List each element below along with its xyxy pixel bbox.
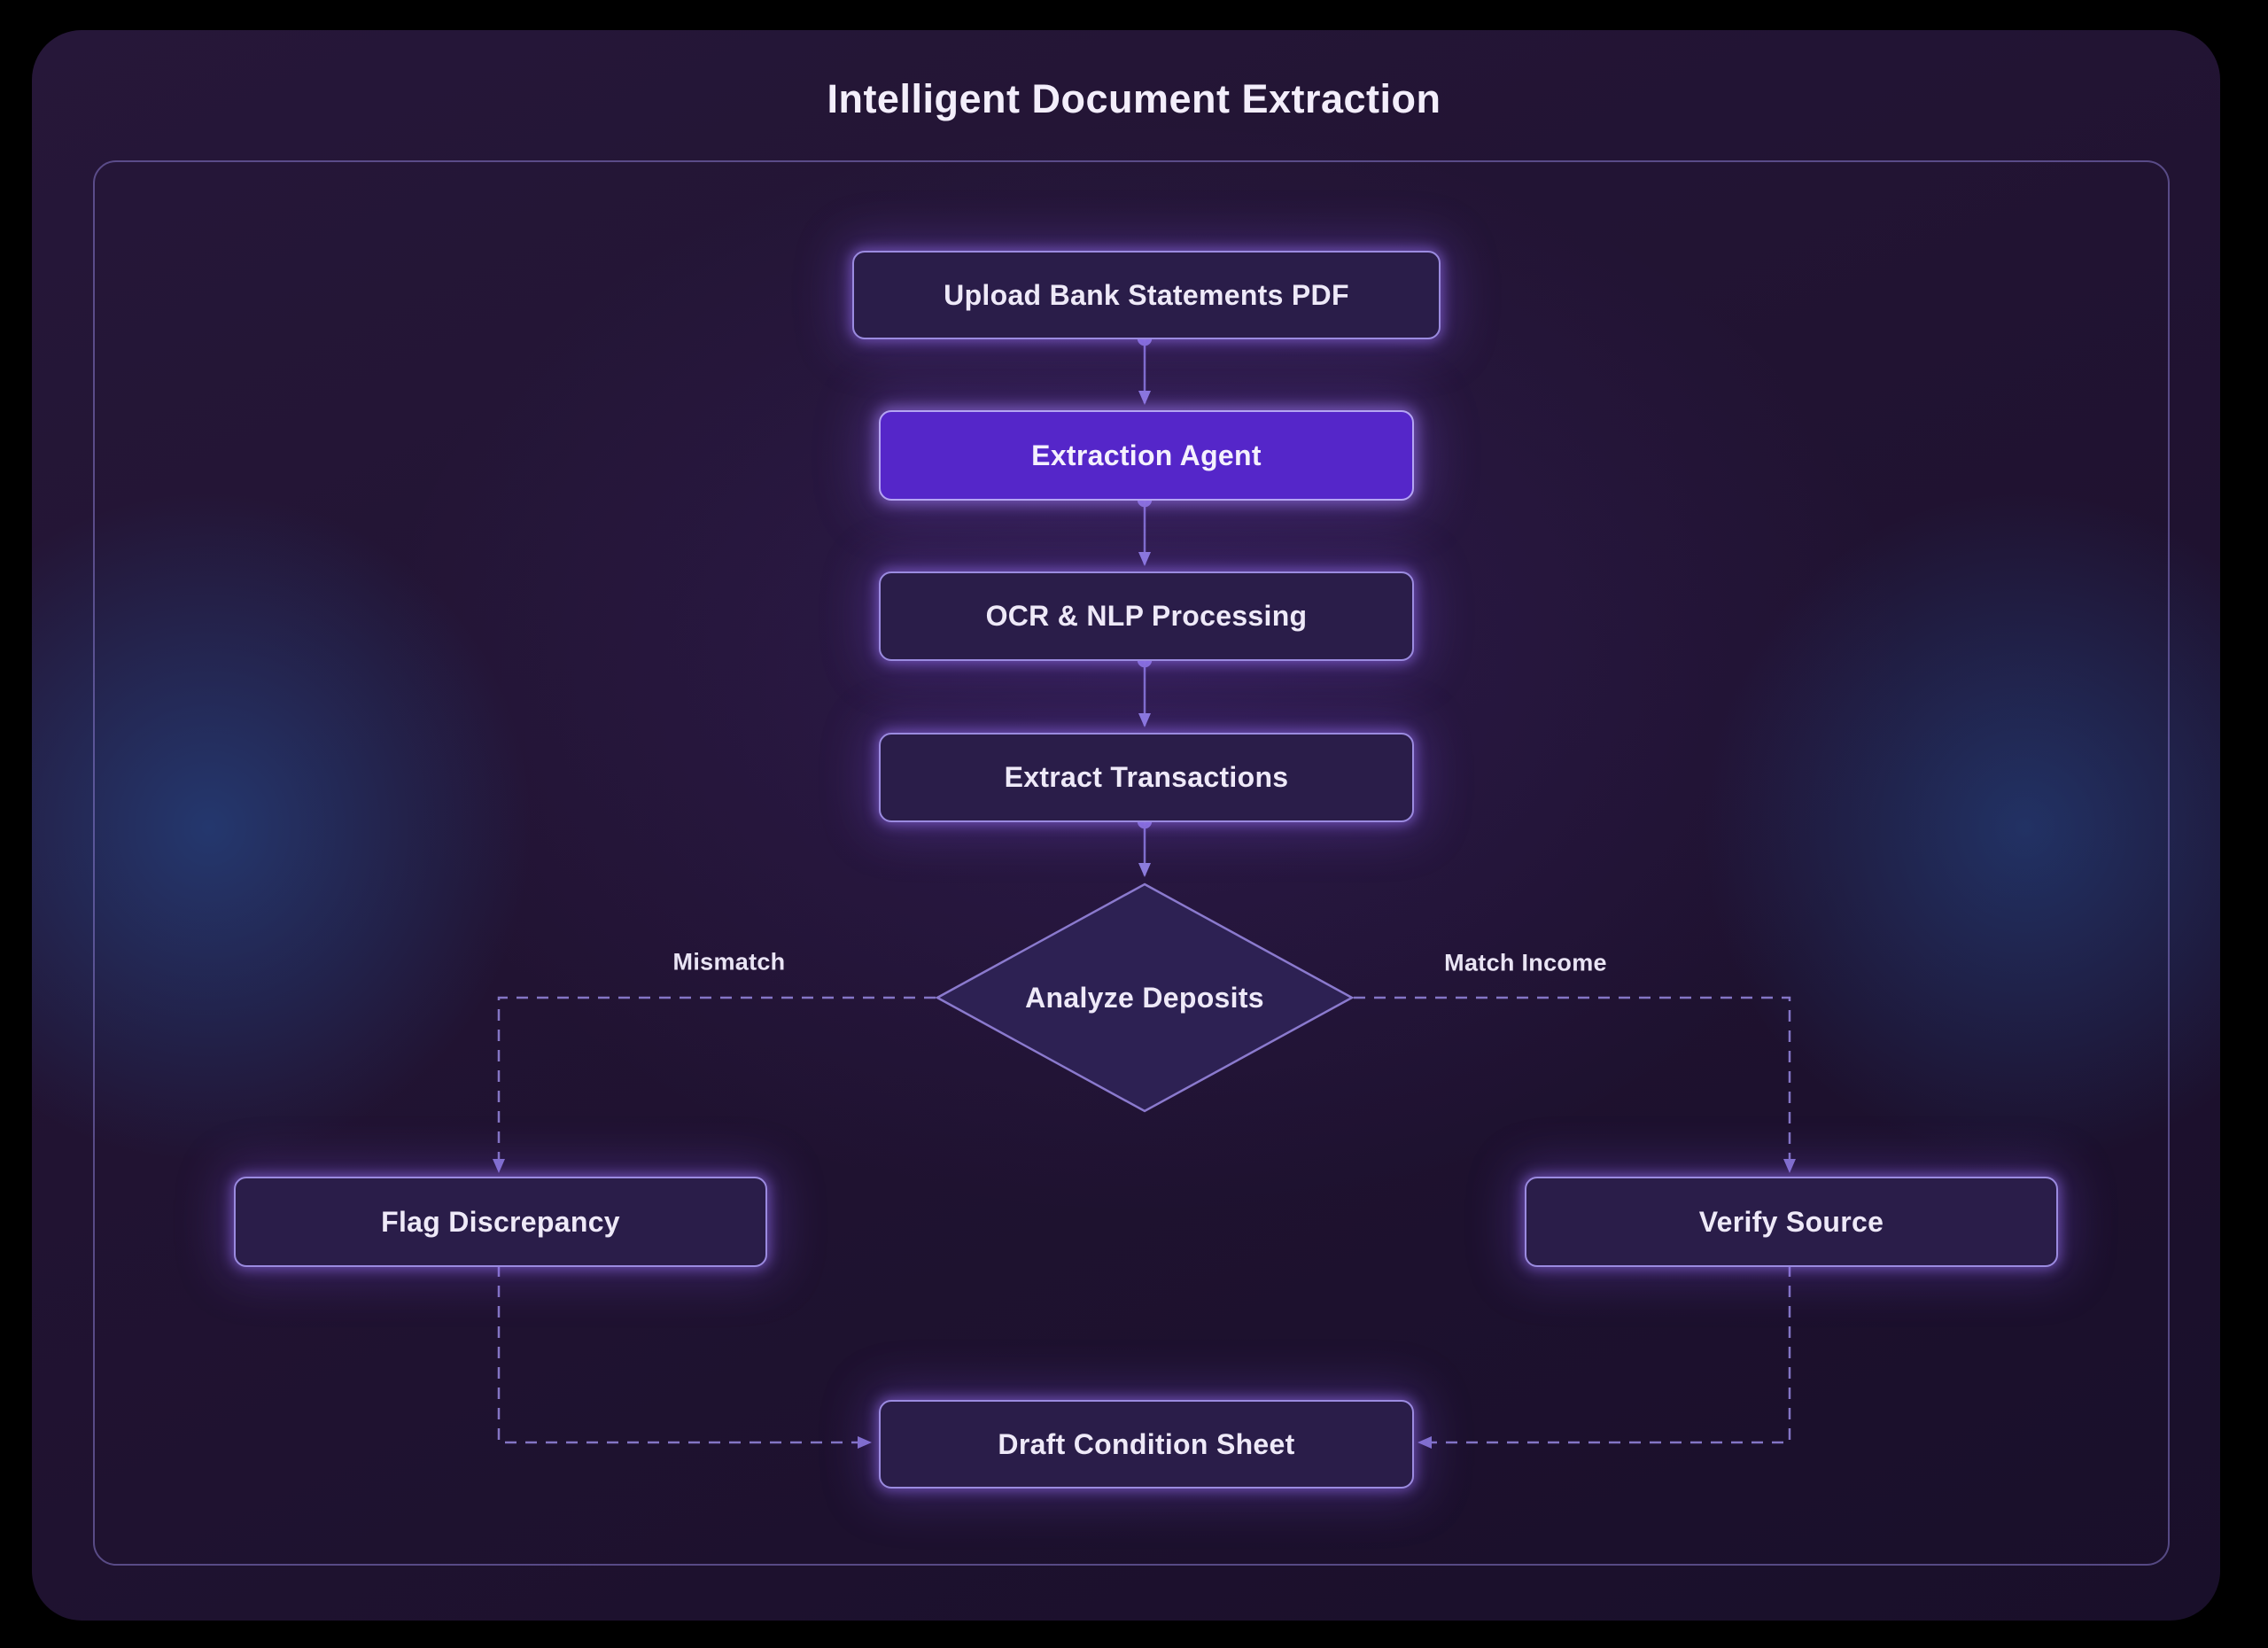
node-label: Extraction Agent [1031,439,1262,471]
node-label: Analyze Deposits [1025,981,1264,1014]
connector-flag-draft [497,1265,872,1449]
node-verify-source[interactable]: Verify Source [1525,1177,2058,1267]
node-label: Extract Transactions [1004,761,1289,793]
page-title: Intelligent Document Extraction [827,76,1441,121]
connector-verify-draft [1418,1265,1791,1449]
node-draft-condition-sheet[interactable]: Draft Condition Sheet [879,1400,1414,1489]
node-label: Upload Bank Statements PDF [944,278,1349,311]
edge-label-match-income: Match Income [1444,949,1607,976]
node-extract-transactions[interactable]: Extract Transactions [879,733,1414,822]
connector-decision-verify [1354,996,1796,1173]
node-label: OCR & NLP Processing [985,600,1308,632]
connector-decision-flag [493,996,936,1173]
node-analyze-deposits[interactable]: Analyze Deposits [936,882,1354,1113]
node-extraction-agent[interactable]: Extraction Agent [879,410,1414,501]
node-label: Verify Source [1698,1205,1884,1238]
diagram-frame [93,160,2170,1566]
node-flag-discrepancy[interactable]: Flag Discrepancy [234,1177,767,1267]
node-upload-bank-statements[interactable]: Upload Bank Statements PDF [852,251,1441,339]
edge-label-mismatch: Mismatch [672,948,786,976]
node-label: Draft Condition Sheet [998,1427,1295,1460]
node-label: Flag Discrepancy [381,1205,620,1238]
node-ocr-nlp-processing[interactable]: OCR & NLP Processing [879,571,1414,661]
decision-diamond-shape [936,882,1354,1113]
